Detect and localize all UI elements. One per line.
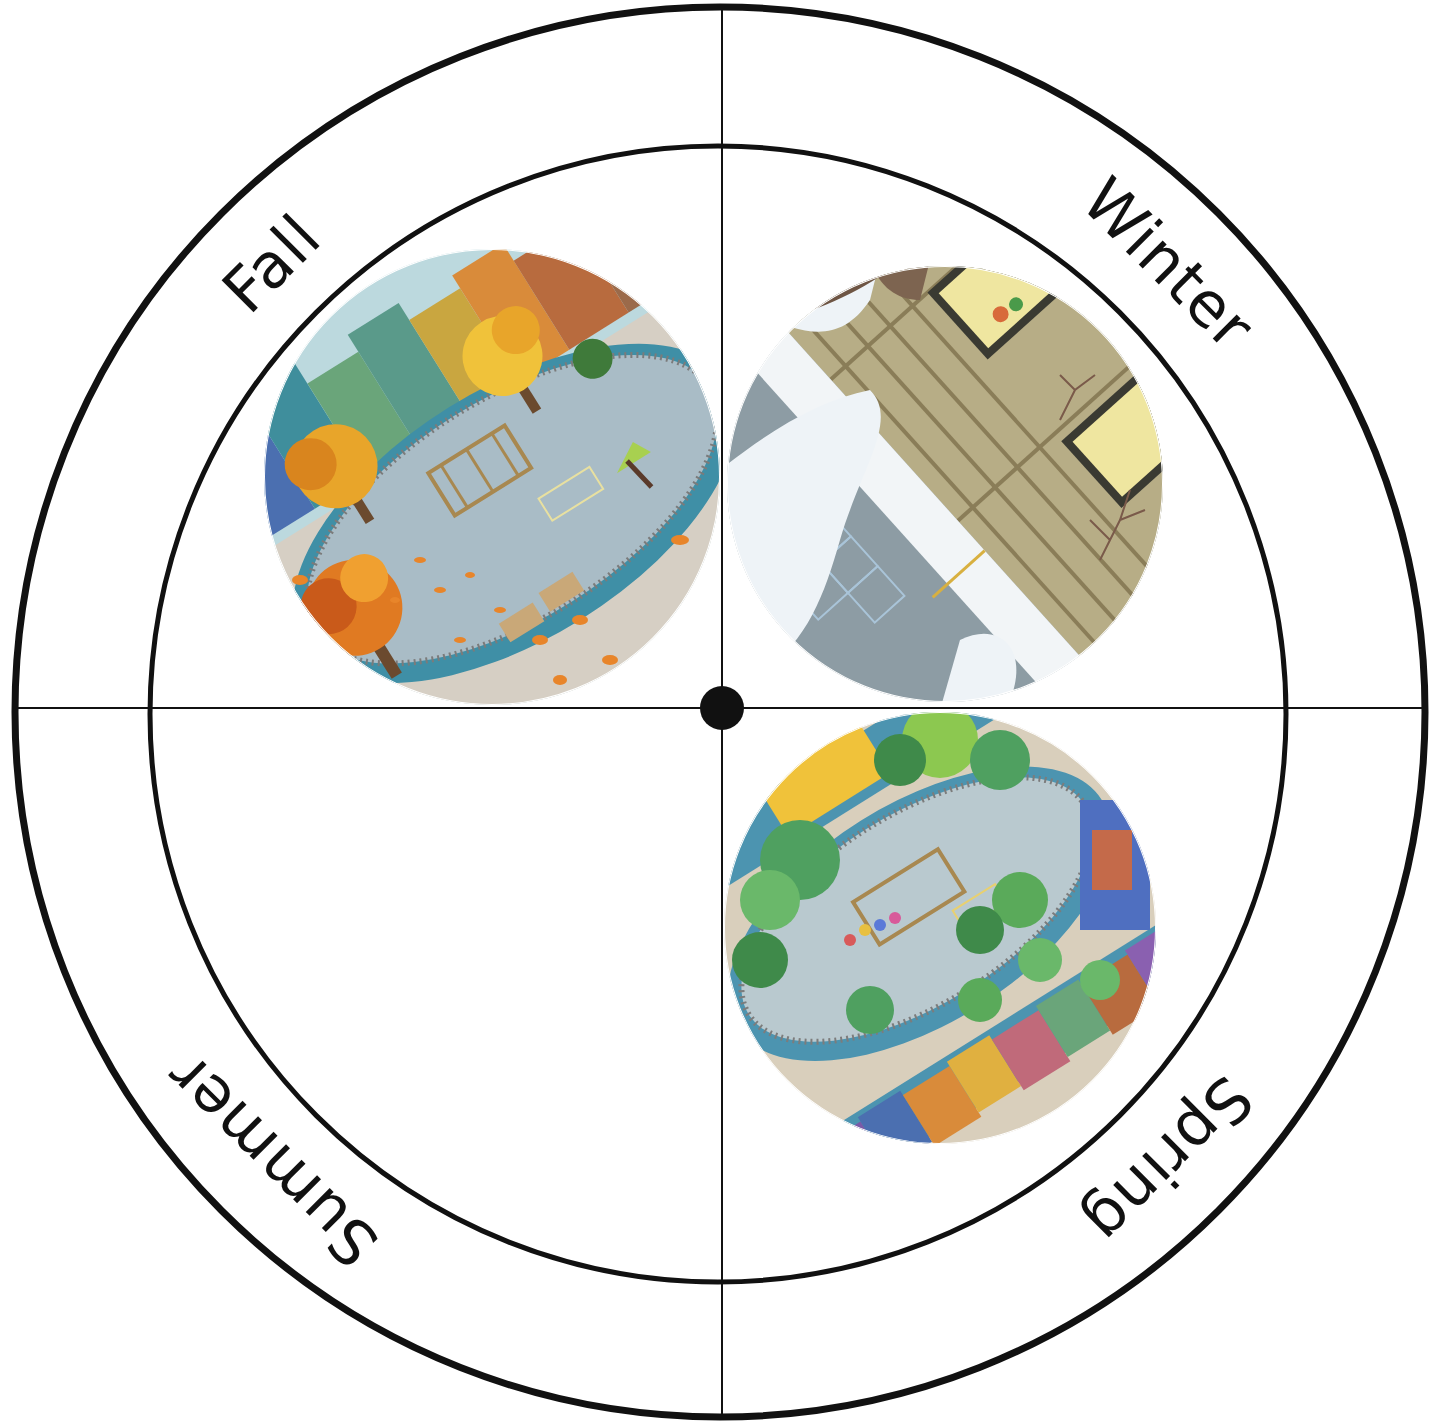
art-circle — [989, 303, 1012, 326]
art-ellipse — [698, 724, 1135, 1095]
season-label: Summer — [155, 1043, 389, 1277]
art-ellipse — [414, 557, 426, 563]
art-circle — [565, 331, 620, 386]
art-ellipse — [434, 587, 446, 593]
art-circle — [483, 297, 549, 363]
art-ellipse — [292, 575, 308, 585]
art-rect — [848, 566, 904, 622]
art-ellipse — [671, 309, 689, 321]
art-circle — [1006, 294, 1026, 314]
art-path — [607, 437, 650, 473]
art-circle — [874, 919, 886, 931]
season-label: Spring — [1074, 1066, 1264, 1256]
art-path — [1090, 490, 1145, 560]
art-ellipse — [465, 572, 475, 578]
art-rect — [539, 467, 604, 521]
art-rect — [853, 849, 964, 944]
art-ellipse — [572, 615, 588, 625]
art-circle — [859, 924, 871, 936]
art-g — [732, 702, 1120, 1034]
art-circle — [288, 542, 420, 674]
art-ellipse — [494, 607, 506, 613]
art-circle — [150, 146, 1286, 1282]
art-rect — [1125, 924, 1199, 1001]
art-circle — [844, 934, 856, 946]
art-line — [492, 433, 518, 475]
art-ellipse — [237, 275, 794, 752]
art-circle — [331, 545, 397, 611]
art-ellipse — [693, 595, 707, 605]
art-line — [627, 457, 651, 490]
art-g — [638, 105, 1322, 791]
art-ellipse — [671, 535, 689, 545]
art-ellipse — [698, 724, 1135, 1095]
art-path — [720, 390, 881, 700]
art-path — [720, 260, 880, 332]
art-circle — [1080, 960, 1120, 1000]
art-circle — [958, 978, 1002, 1022]
art-rect — [428, 425, 531, 515]
art-circle — [264, 249, 720, 705]
art-ellipse — [553, 675, 567, 685]
art-circle — [727, 266, 1163, 702]
art-line — [466, 449, 492, 491]
art-circle — [322, 661, 383, 722]
art-ellipse — [390, 597, 400, 603]
art-circle — [874, 734, 926, 786]
art-rect — [927, 219, 1069, 359]
art-rect — [539, 572, 585, 612]
art-circle — [275, 428, 347, 500]
art-g — [1060, 375, 1145, 560]
art-rect — [150, 491, 240, 594]
art-rect — [764, 105, 1322, 677]
art-circle — [15, 7, 1425, 1417]
art-rect — [751, 713, 890, 836]
art-ellipse — [679, 707, 1160, 1121]
art-circle — [970, 730, 1030, 790]
season-label: Fall — [212, 204, 331, 323]
winter-illustration — [638, 105, 1322, 791]
art-ellipse — [602, 655, 618, 665]
art-path — [720, 260, 900, 330]
art-path — [1060, 375, 1095, 420]
art-line — [933, 551, 985, 598]
art-rect — [1073, 379, 1192, 497]
art-g — [764, 105, 1322, 677]
art-ellipse — [257, 293, 767, 725]
art-rect — [1061, 368, 1203, 508]
art-circle — [846, 986, 894, 1034]
art-g — [292, 309, 707, 685]
art-path — [870, 260, 930, 300]
art-ellipse — [532, 635, 548, 645]
spring-illustration — [616, 597, 1257, 1210]
fall-illustration — [107, 121, 914, 899]
art-ellipse — [454, 637, 466, 643]
art-circle — [732, 932, 788, 988]
center-dot — [700, 686, 744, 730]
art-circle — [1018, 938, 1062, 982]
art-ellipse — [257, 293, 767, 725]
art-circle — [889, 912, 901, 924]
art-rect — [133, 402, 263, 561]
art-rect — [1080, 800, 1150, 930]
art-line — [441, 465, 467, 507]
season-label: Winter — [1072, 167, 1265, 360]
art-circle — [724, 712, 1156, 1144]
wheel-rings — [15, 7, 1425, 1418]
art-circle — [740, 870, 800, 930]
art-rect — [939, 230, 1058, 348]
art-g — [616, 597, 1257, 1210]
art-g — [107, 121, 914, 899]
art-circle — [956, 906, 1004, 954]
art-rect — [626, 614, 1082, 930]
art-rect — [1092, 830, 1132, 890]
